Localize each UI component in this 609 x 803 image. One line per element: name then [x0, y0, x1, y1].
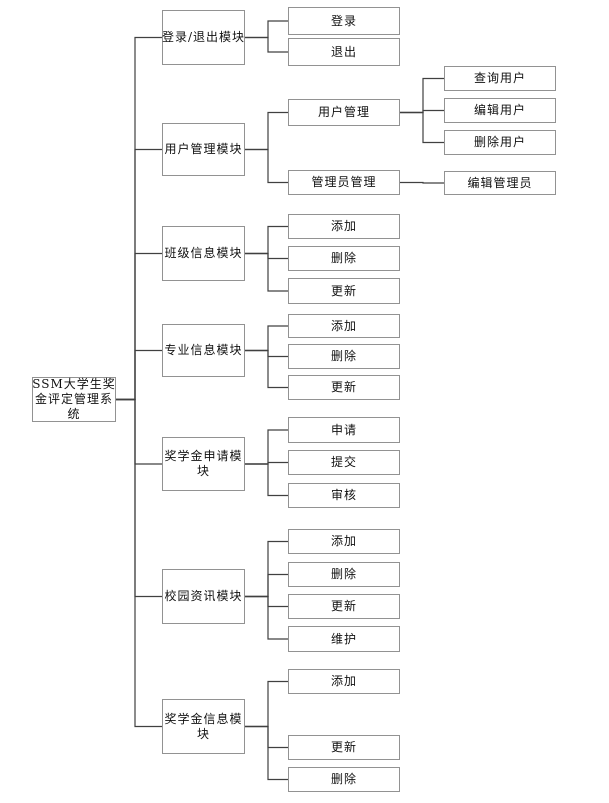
connector-root-to-m-schinfo	[116, 398, 162, 728]
connector-root-to-m-apply	[116, 398, 162, 465]
diagram-node-login: 登录	[288, 7, 400, 35]
connector-adminmgmt-to-edit-admin	[400, 181, 444, 184]
diagram-node-news-add: 添加	[288, 529, 400, 554]
diagram-node-m-user: 用户管理模块	[162, 123, 245, 176]
diagram-node-news-maint: 维护	[288, 626, 400, 652]
connector-m-major-to-major-del	[245, 349, 288, 358]
diagram-node-m-news: 校园资讯模块	[162, 569, 245, 624]
connector-m-news-to-news-upd	[245, 595, 288, 608]
connector-usermgmt-to-del-user	[400, 111, 444, 144]
diagram-node-major-add: 添加	[288, 314, 400, 338]
diagram-node-class-del: 删除	[288, 246, 400, 271]
connector-m-news-to-news-maint	[245, 595, 288, 640]
diagram-node-edit-admin: 编辑管理员	[444, 171, 556, 195]
diagram-node-schinfo-upd: 更新	[288, 735, 400, 760]
connector-m-major-to-major-upd	[245, 349, 288, 389]
connector-m-class-to-class-upd	[245, 252, 288, 292]
diagram-node-logout: 退出	[288, 38, 400, 66]
connector-root-to-m-news	[116, 398, 162, 598]
connector-m-class-to-class-add	[245, 225, 288, 255]
diagram-node-major-del: 删除	[288, 344, 400, 369]
connector-m-schinfo-to-schinfo-upd	[245, 725, 288, 749]
diagram-node-major-upd: 更新	[288, 375, 400, 400]
connector-m-apply-to-apply	[245, 429, 288, 465]
diagram-node-m-schinfo: 奖学金信息模 块	[162, 699, 245, 754]
diagram-node-news-del: 删除	[288, 562, 400, 587]
diagram-node-schinfo-add: 添加	[288, 669, 400, 694]
diagram-node-adminmgmt: 管理员管理	[288, 170, 400, 195]
connector-root-to-m-user	[116, 148, 162, 401]
diagram-node-class-upd: 更新	[288, 278, 400, 304]
diagram-node-apply: 申请	[288, 417, 400, 443]
diagram-node-m-login: 登录/退出模块	[162, 10, 245, 65]
diagram-node-review: 审核	[288, 483, 400, 508]
connector-m-major-to-major-add	[245, 325, 288, 352]
connector-m-schinfo-to-schinfo-del	[245, 725, 288, 781]
connector-m-user-to-usermgmt	[245, 111, 288, 151]
diagram-node-edit-user: 编辑用户	[444, 98, 556, 123]
connector-m-user-to-adminmgmt	[245, 148, 288, 184]
connector-usermgmt-to-query-user	[400, 77, 444, 114]
connector-root-to-m-login	[116, 36, 162, 401]
diagram-node-usermgmt: 用户管理	[288, 99, 400, 126]
connector-m-login-to-logout	[245, 36, 288, 53]
diagram-node-m-class: 班级信息模块	[162, 226, 245, 281]
diagram-node-class-add: 添加	[288, 214, 400, 239]
diagram-node-query-user: 查询用户	[444, 66, 556, 91]
diagram-node-submit: 提交	[288, 450, 400, 475]
diagram-node-news-upd: 更新	[288, 594, 400, 619]
diagram-node-m-major: 专业信息模块	[162, 324, 245, 377]
diagram-node-del-user: 删除用户	[444, 130, 556, 155]
connector-root-to-m-class	[116, 252, 162, 401]
diagram-node-schinfo-del: 删除	[288, 767, 400, 792]
diagram-node-m-apply: 奖学金申请模 块	[162, 437, 245, 491]
connector-m-login-to-login	[245, 20, 288, 39]
diagram-node-root: SSM大学生奖 金评定管理系 统	[32, 377, 116, 422]
connector-m-schinfo-to-schinfo-add	[245, 680, 288, 728]
connector-root-to-m-major	[116, 349, 162, 401]
connector-m-news-to-news-del	[245, 573, 288, 598]
connector-m-class-to-class-del	[245, 252, 288, 260]
connector-m-news-to-news-add	[245, 540, 288, 598]
connector-m-apply-to-review	[245, 463, 288, 497]
